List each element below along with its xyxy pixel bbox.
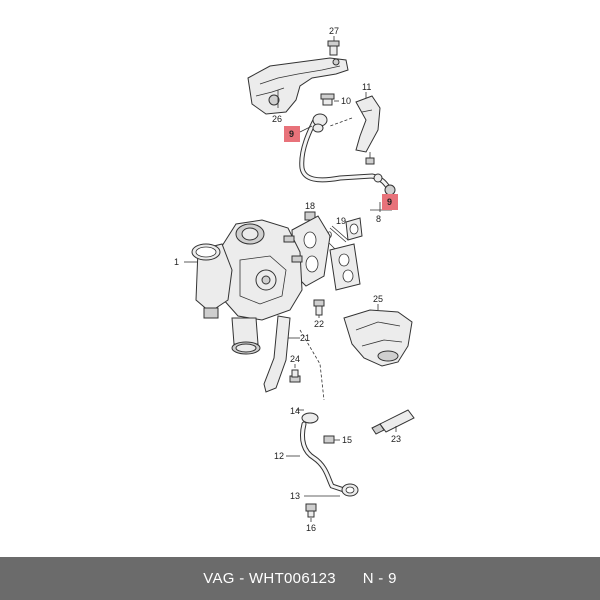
bracket-11 bbox=[355, 92, 381, 153]
callout-23: 23 bbox=[391, 434, 401, 444]
section-code: N - 9 bbox=[362, 570, 397, 587]
bolt-24 bbox=[289, 364, 301, 383]
bolt-22 bbox=[313, 299, 325, 318]
sealant-tube-23 bbox=[371, 409, 415, 435]
leader-dash-oil bbox=[329, 117, 353, 127]
svg-text:9: 9 bbox=[387, 197, 392, 207]
callout-24: 24 bbox=[290, 354, 300, 364]
callout-12: 12 bbox=[274, 451, 284, 461]
callout-14: 14 bbox=[290, 406, 300, 416]
repair-marker-1: 9 bbox=[284, 125, 313, 142]
oil-return-line bbox=[299, 412, 359, 518]
bolt-27 bbox=[327, 36, 340, 56]
gasket-2 bbox=[329, 243, 361, 291]
callout-1: 1 bbox=[174, 257, 179, 267]
caption-bar: VAG - WHT006123 N - 9 bbox=[0, 557, 600, 600]
callout-21: 21 bbox=[300, 333, 310, 343]
heat-shield-25 bbox=[343, 304, 413, 367]
heat-shield-26 bbox=[247, 57, 349, 115]
svg-text:9: 9 bbox=[289, 129, 294, 139]
gasket-21 bbox=[263, 315, 300, 393]
turbocharger-1 bbox=[191, 215, 331, 355]
callout-8: 8 bbox=[376, 214, 381, 224]
callout-11: 11 bbox=[362, 82, 371, 92]
caption-gap bbox=[336, 570, 363, 587]
oil-feed-line bbox=[299, 113, 396, 196]
callout-27: 27 bbox=[329, 26, 339, 36]
callout-10: 10 bbox=[341, 96, 351, 106]
callout-16: 16 bbox=[306, 523, 316, 533]
callout-13: 13 bbox=[290, 491, 300, 501]
repair-marker-2: 9 bbox=[382, 194, 398, 210]
part-code: VAG - WHT006123 bbox=[203, 570, 336, 587]
callout-22: 22 bbox=[314, 319, 324, 329]
callout-25: 25 bbox=[373, 294, 383, 304]
callout-19: 19 bbox=[336, 216, 346, 226]
callout-18: 18 bbox=[305, 201, 315, 211]
callout-15: 15 bbox=[342, 435, 352, 445]
gasket-1 bbox=[345, 217, 363, 241]
bolt-10 bbox=[320, 93, 339, 106]
